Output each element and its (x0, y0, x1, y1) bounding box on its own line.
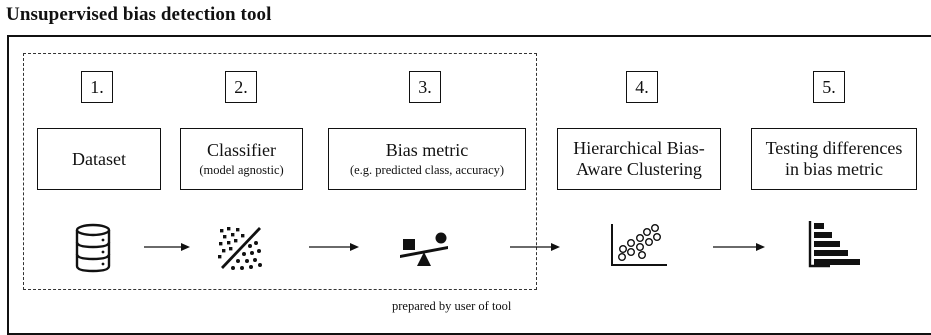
step-1-box: Dataset (37, 128, 161, 190)
step-3-sublabel: (e.g. predicted class, accuracy) (349, 163, 505, 177)
step-1-number: 1. (81, 71, 113, 103)
user-prepared-note: prepared by user of tool (392, 299, 512, 313)
arrow-2-to-3 (309, 243, 359, 251)
step-5-box: Testing differences in bias metric (751, 128, 917, 190)
step-2-box: Classifier (model agnostic) (180, 128, 303, 190)
cluster-plot-icon (611, 224, 667, 266)
arrow-1-to-2 (144, 243, 190, 251)
user-prepared-region (23, 53, 537, 290)
step-4-number: 4. (626, 71, 658, 103)
step-3-label: Bias metric (385, 140, 469, 160)
balance-scale-icon (400, 232, 448, 266)
step-1-label: Dataset (72, 148, 126, 169)
database-icon (75, 223, 111, 273)
step-2-label: Classifier (207, 140, 276, 160)
arrow-3-to-4 (510, 243, 560, 251)
step-3-number: 3. (409, 71, 441, 103)
step-5-label: Testing differences in bias metric (765, 138, 903, 179)
step-2-number: 2. (225, 71, 257, 103)
step-4-box: Hierarchical Bias- Aware Clustering (557, 128, 721, 190)
diagram-title: Unsupervised bias detection tool (6, 4, 272, 25)
step-5-number: 5. (813, 71, 845, 103)
scatter-split-icon (218, 227, 262, 270)
step-4-label: Hierarchical Bias- Aware Clustering (573, 138, 705, 179)
step-3-box: Bias metric (e.g. predicted class, accur… (328, 128, 526, 190)
step-2-sublabel: (model agnostic) (199, 163, 284, 177)
arrow-4-to-5 (713, 243, 765, 251)
horizontal-bar-chart-icon (808, 221, 860, 268)
